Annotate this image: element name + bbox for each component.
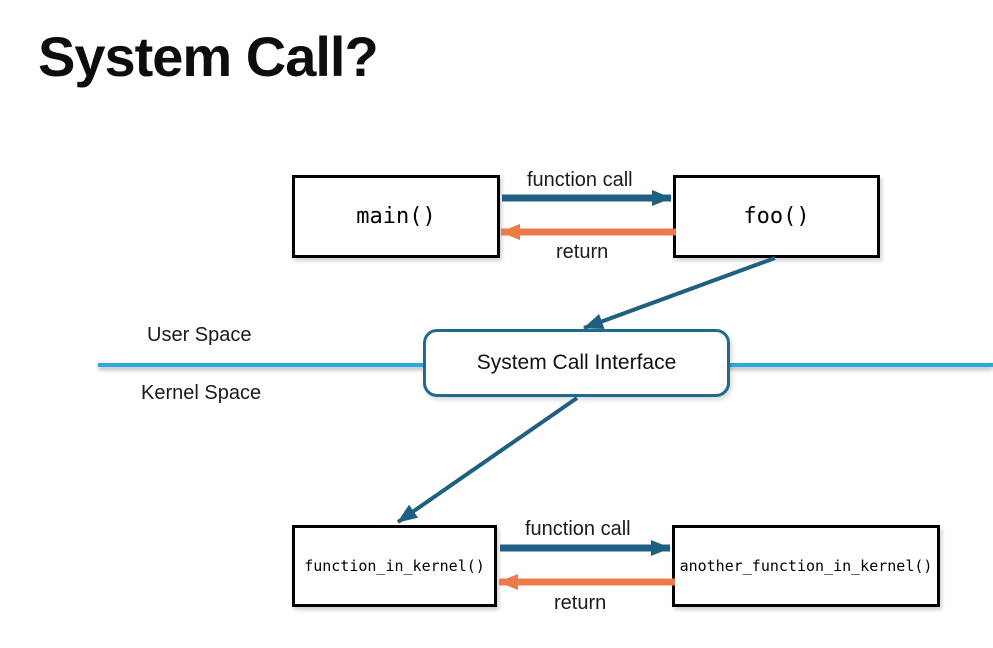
foo-to-interface-arrow	[583, 256, 776, 330]
bottom-function-call-label: function call	[525, 518, 631, 540]
function-in-kernel-box: function_in_kernel()	[292, 525, 497, 607]
main-function-box: main()	[292, 175, 500, 258]
interface-to-kernel-arrow	[396, 396, 579, 524]
user-space-label: User Space	[147, 324, 252, 346]
bottom-return-label: return	[554, 592, 607, 614]
another-function-in-kernel-box: another_function_in_kernel()	[672, 525, 940, 607]
top-function-call-label: function call	[527, 169, 633, 191]
kernel-space-label: Kernel Space	[141, 382, 262, 404]
system-call-interface-box: System Call Interface	[423, 329, 730, 397]
top-return-label: return	[556, 241, 609, 263]
foo-function-box: foo()	[673, 175, 880, 258]
slide-title: System Call?	[38, 25, 379, 88]
